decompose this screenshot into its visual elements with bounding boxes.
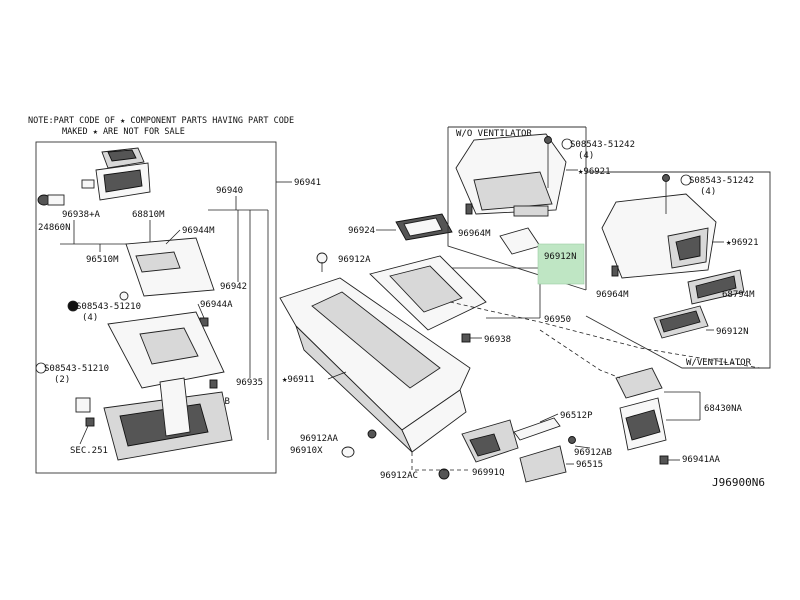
clip-icon (465, 203, 473, 215)
clip-icon (611, 265, 619, 277)
screw-icon (438, 468, 450, 480)
lid-seal (395, 213, 453, 241)
pad-96912n-b (653, 305, 709, 339)
clip-icon (316, 252, 328, 264)
label-96938a: 96938+A (62, 210, 101, 220)
screw-icon (568, 436, 576, 444)
armrest-lid-a (455, 133, 567, 217)
label-96935: 96935 (236, 378, 263, 388)
w-ventilator-box (585, 171, 771, 369)
label-96941: 96941 (294, 178, 321, 188)
label-08543-51210-a: S08543-51210 (76, 302, 141, 312)
label-68794m: 68794M (722, 290, 755, 300)
screw-icon (367, 429, 377, 439)
note-line-1: NOTE:PART CODE OF ★ COMPONENT PARTS HAVI… (28, 116, 294, 126)
label-96912ab: 96912AB (574, 448, 612, 458)
label-96515: 96515 (576, 460, 603, 470)
label-08543-51210-b-qty: (2) (54, 375, 70, 385)
label-68430na: 68430NA (704, 404, 743, 414)
label-96510m: 96510M (86, 255, 119, 265)
diagram-code: J96900N6 (712, 476, 765, 489)
console-tray (369, 255, 487, 331)
left-group-box (35, 141, 277, 474)
label-08543-51242-b: S08543-51242 (689, 176, 754, 186)
clip-icon (461, 333, 471, 343)
label-08543-51210-b: S08543-51210 (44, 364, 109, 374)
label-08543-51242-b-qty: (4) (700, 187, 716, 197)
bulb-socket (37, 194, 65, 206)
bracket-96991q (461, 419, 519, 463)
label-96991q: 96991Q (472, 468, 505, 478)
pad-96912n (499, 227, 541, 255)
switch-assembly (81, 147, 151, 201)
label-68810m: 68810M (132, 210, 165, 220)
knob-icon (341, 446, 355, 458)
label-96938: 96938 (484, 335, 511, 345)
label-96912n-a: 96912N (544, 252, 577, 262)
armrest-lid-b (601, 193, 717, 279)
label-96950: 96950 (544, 315, 571, 325)
label-96941aa: 96941AA (682, 455, 721, 465)
shift-finisher (125, 237, 215, 297)
label-08543-51210-a-qty: (4) (82, 313, 98, 323)
label-96911: ★96911 (282, 375, 315, 385)
bracket-96512p (513, 417, 561, 441)
label-sec251: SEC.251 (70, 446, 108, 456)
shift-lever-base (103, 377, 233, 461)
screw-icon (662, 174, 670, 182)
label-96942: 96942 (220, 282, 247, 292)
label-96964m-b: 96964M (596, 290, 629, 300)
label-96924: 96924 (348, 226, 375, 236)
label-24860n: 24860N (38, 223, 71, 233)
cup-holder (615, 367, 667, 451)
screw-icon (544, 136, 552, 144)
label-96944a: 96944A (200, 300, 233, 310)
ventilator-grille (687, 269, 745, 305)
console-box-main (279, 277, 471, 453)
label-96912n-b: 96912N (716, 327, 749, 337)
screw-icon (119, 291, 129, 301)
console-finisher-middle (107, 311, 225, 389)
highlighted-part-marker (537, 243, 585, 285)
note-line-2: MAKED ★ ARE NOT FOR SALE (62, 127, 185, 137)
label-96940: 96940 (216, 186, 243, 196)
label-96944m: 96944M (182, 226, 215, 236)
label-08543-51242-a: S08543-51242 (570, 140, 635, 150)
wo-ventilator-label: W/O VENTILATOR (456, 129, 532, 139)
label-96912ac: 96912AC (380, 471, 418, 481)
label-96912aa: 96912AA (300, 434, 339, 444)
clip-icon (659, 455, 669, 465)
w-ventilator-label: W/VENTILATOR (686, 358, 752, 368)
pocket-96515 (519, 445, 567, 483)
label-96912a: 96912A (338, 255, 371, 265)
label-96512p: 96512P (560, 411, 593, 421)
label-96910x: 96910X (290, 446, 323, 456)
label-96921-b: ★96921 (726, 238, 759, 248)
label-08543-51242-a-qty: (4) (578, 151, 594, 161)
label-96964m-a: 96964M (458, 229, 491, 239)
